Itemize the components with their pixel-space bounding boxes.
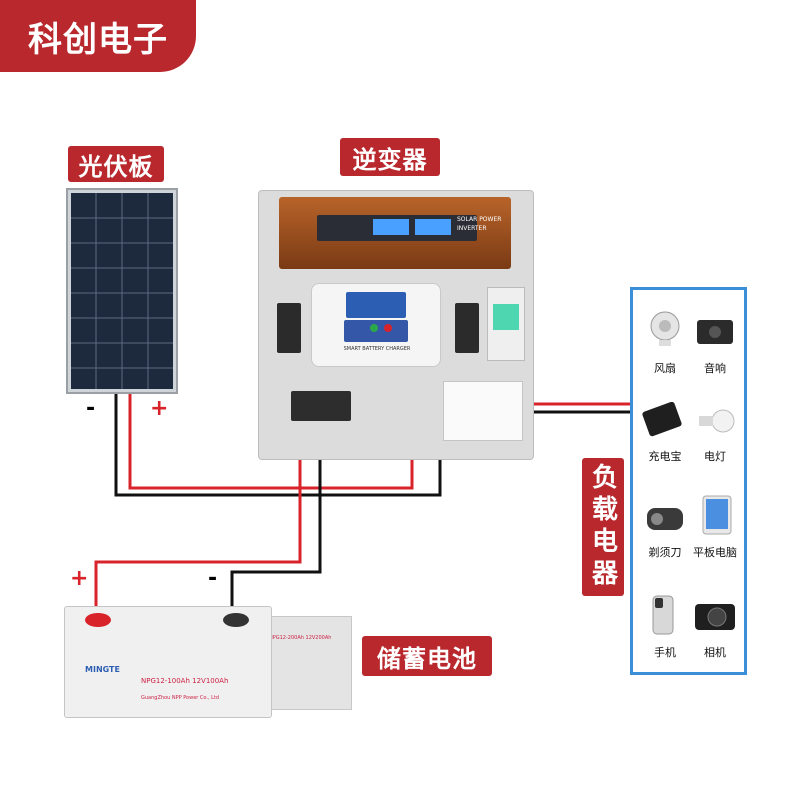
surge-protector: [487, 287, 525, 361]
lightbulb-icon: [699, 409, 735, 433]
output-socket: [443, 381, 523, 441]
brand-banner: 科创电子: [0, 0, 196, 72]
charge-controller: SMART BATTERY CHARGER: [311, 283, 441, 367]
battery-positive-mark: +: [70, 566, 89, 591]
load-label-fan: 风扇: [654, 362, 676, 375]
terminal-block: [291, 391, 351, 421]
shaver-icon: [647, 508, 683, 530]
battery-maker: GuangZhou NPP Power Co., Ltd: [141, 695, 220, 701]
battery: MINGTE NPG12-100Ah 12V100Ah GuangZhou NP…: [64, 606, 272, 718]
battery-negative-post: [223, 613, 249, 627]
battery-negative-wire: [230, 425, 322, 612]
camera-icon: [695, 604, 735, 630]
phone-icon: [652, 595, 674, 635]
solar-panel-label: 光伏板: [68, 146, 164, 182]
load-label: 负载电器: [582, 458, 624, 596]
load-label-power-bank: 充电宝: [648, 450, 682, 463]
tablet-icon: [702, 495, 732, 535]
panel-negative-mark: -: [86, 396, 96, 421]
battery-negative-mark: -: [208, 566, 218, 591]
load-label-shaver: 剃须刀: [648, 546, 682, 559]
controller-caption: SMART BATTERY CHARGER: [343, 346, 411, 352]
load-label-camera: 相机: [704, 646, 726, 659]
inverter-enclosure: SOLAR POWER INVERTER SMART BATTERY CHARG…: [258, 190, 534, 460]
panel-positive-mark: +: [150, 396, 169, 421]
inverter-label: 逆变器: [340, 138, 440, 176]
load-label-lightbulb: 电灯: [704, 450, 726, 463]
battery-label: 储蓄电池: [362, 636, 492, 676]
battery-positive-post: [85, 613, 111, 627]
battery-model: NPG12-100Ah 12V100Ah: [141, 677, 229, 685]
solar-panel: [66, 188, 178, 394]
inverter-text-2: INVERTER: [457, 225, 487, 232]
breaker-right: [455, 303, 479, 353]
inverter-unit: SOLAR POWER INVERTER: [279, 197, 511, 269]
battery-back: NPG12-200Ah 12V200Ah: [262, 616, 352, 710]
panel-negative-wire: [114, 390, 442, 497]
battery-brand: MINGTE: [85, 665, 120, 674]
inverter-text-1: SOLAR POWER: [457, 216, 502, 223]
load-label-phone: 手机: [654, 646, 676, 659]
load-devices-box: 风扇 音响 充电宝 电灯 剃须刀 平板电脑 手机 相机: [630, 287, 747, 675]
battery-back-model: NPG12-200Ah 12V200Ah: [269, 635, 332, 641]
speaker-icon: [697, 320, 733, 344]
fan-icon: [650, 311, 680, 346]
power-bank-icon: [642, 402, 682, 437]
load-label-tablet: 平板电脑: [693, 546, 737, 559]
breaker-left: [277, 303, 301, 353]
load-label-speaker: 音响: [704, 362, 726, 375]
battery-positive-wire: [94, 425, 302, 612]
panel-positive-wire: [128, 390, 414, 490]
